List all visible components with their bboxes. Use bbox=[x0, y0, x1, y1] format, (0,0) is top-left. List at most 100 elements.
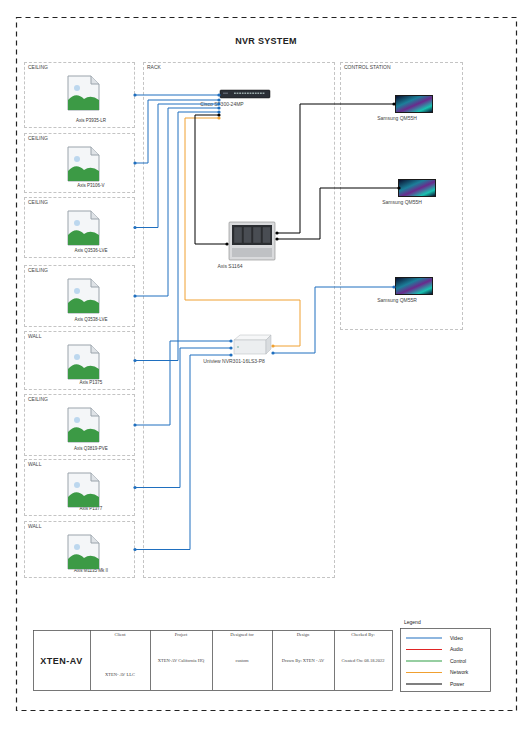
connector-end-dot bbox=[133, 486, 136, 489]
legend-title: Legend bbox=[404, 620, 444, 626]
device-caption: Axis M1135 Mk II bbox=[59, 569, 123, 574]
camera-image-placeholder bbox=[67, 75, 100, 111]
placeholder-sun bbox=[74, 288, 80, 294]
cable-connector bbox=[135, 355, 231, 550]
cable-connector bbox=[135, 108, 219, 296]
legend-swatch bbox=[406, 672, 442, 673]
connector-end-dot bbox=[225, 242, 228, 245]
switch-port bbox=[263, 93, 265, 95]
display-monitor: Samsung QM55R bbox=[394, 277, 434, 317]
switch-port bbox=[234, 93, 236, 95]
device-caption: Cisco SF300-24MP bbox=[200, 102, 243, 108]
title-block-divider bbox=[90, 630, 91, 690]
connector-group bbox=[133, 93, 220, 96]
placeholder-page bbox=[68, 76, 99, 110]
monitor-image bbox=[398, 179, 436, 197]
nvr-top bbox=[234, 335, 271, 340]
placeholder-fold bbox=[91, 76, 99, 84]
server-front-panel bbox=[232, 225, 272, 245]
camera-image-placeholder bbox=[67, 344, 100, 380]
connector-end-dot bbox=[217, 113, 220, 116]
display-monitor: Samsung QM55H bbox=[399, 179, 435, 217]
placeholder-hill bbox=[68, 95, 99, 110]
nvr-led bbox=[237, 346, 239, 348]
cable-connector bbox=[185, 118, 300, 346]
connector-end-dot bbox=[271, 351, 274, 354]
device-caption: Axis P1375 bbox=[59, 381, 123, 386]
camera-box: CEILING Axis Q3819-PVE bbox=[24, 394, 135, 456]
connector-end-dot bbox=[133, 423, 136, 426]
device-caption: Samsung QM55H bbox=[382, 200, 422, 206]
device-caption: Axis S1164 bbox=[218, 264, 243, 270]
connector-end-dot bbox=[271, 344, 274, 347]
camera-image-placeholder bbox=[67, 472, 100, 508]
switch-port bbox=[242, 93, 244, 95]
connector-end-dot bbox=[217, 110, 220, 113]
camera-image-placeholder bbox=[67, 534, 100, 570]
cable-connector bbox=[277, 188, 399, 239]
monitor-screen bbox=[399, 180, 435, 196]
mount-heading: CEILING bbox=[28, 200, 48, 206]
camera-box: CEILINGAxis P3935-LR bbox=[24, 62, 135, 128]
legend-text: Control bbox=[450, 659, 466, 664]
placeholder-sun bbox=[74, 85, 80, 91]
cable-connector bbox=[135, 95, 219, 96]
server-chassis bbox=[229, 222, 275, 260]
table-header: Checked By: bbox=[334, 633, 392, 638]
switch-port bbox=[247, 93, 249, 95]
legend-text: Audio bbox=[450, 647, 463, 652]
placeholder-page bbox=[68, 535, 99, 569]
legend-swatch bbox=[406, 637, 442, 638]
device-caption: Axis Q3536-LVE bbox=[59, 249, 123, 254]
connector-end-dot bbox=[133, 161, 136, 164]
connector-group bbox=[133, 106, 220, 297]
mount-heading: CEILING bbox=[28, 397, 48, 403]
placeholder-sun bbox=[74, 482, 80, 488]
monitor-bezel bbox=[395, 277, 433, 295]
switch-port bbox=[250, 93, 252, 95]
table-cell: Drawn By: XTEN - AV bbox=[272, 659, 334, 664]
table-cell: Created On: 08.18.2022 bbox=[334, 659, 392, 664]
placeholder-fold bbox=[91, 211, 99, 219]
legend-swatch bbox=[406, 649, 442, 650]
placeholder-sun bbox=[74, 156, 80, 162]
switch-badge bbox=[223, 93, 228, 95]
cable-connector bbox=[135, 348, 231, 488]
camera-image-placeholder bbox=[67, 210, 100, 246]
connector-group bbox=[271, 285, 395, 354]
legend-swatch bbox=[406, 660, 442, 661]
display-monitor: Samsung QM55H bbox=[394, 95, 434, 129]
cable-connector bbox=[277, 104, 394, 233]
connector-end-dot bbox=[275, 231, 278, 234]
table-cell: XTEN- AV LLC bbox=[90, 673, 150, 678]
connector-group bbox=[133, 98, 220, 164]
placeholder-sun bbox=[74, 544, 80, 550]
connector-end-dot bbox=[133, 359, 136, 362]
device-caption: Axis Q3819-PVE bbox=[59, 447, 123, 452]
placeholder-sun bbox=[74, 354, 80, 360]
connector-group bbox=[133, 102, 220, 229]
table-cell: XTEN-AV California HQ bbox=[150, 659, 212, 664]
connector-group bbox=[185, 116, 300, 347]
switch-port bbox=[239, 93, 241, 95]
connector-group bbox=[133, 353, 232, 551]
nvr-side bbox=[266, 335, 271, 354]
cable-connector bbox=[135, 341, 231, 425]
switch-port bbox=[244, 93, 246, 95]
placeholder-fold bbox=[91, 279, 99, 287]
server-device: Axis S1164 bbox=[227, 221, 277, 275]
diagram-title: NVR SYSTEM bbox=[0, 36, 532, 46]
area-panel: CONTROL STATIONSamsung QM55HSamsung QM55… bbox=[340, 62, 463, 330]
nvr-front bbox=[234, 340, 266, 354]
camera-box: WALLAxis M1135 Mk II bbox=[24, 521, 135, 578]
connector-end-dot bbox=[229, 346, 232, 349]
connector-end-dot bbox=[217, 116, 220, 119]
monitor-screen bbox=[396, 96, 432, 112]
connector-group bbox=[133, 339, 232, 426]
placeholder-page bbox=[68, 211, 99, 245]
placeholder-hill bbox=[68, 427, 99, 442]
device-caption: Uniview NVR301-16LS3-P8 bbox=[203, 359, 265, 365]
placeholder-hill bbox=[68, 492, 99, 507]
switch-port bbox=[237, 93, 239, 95]
